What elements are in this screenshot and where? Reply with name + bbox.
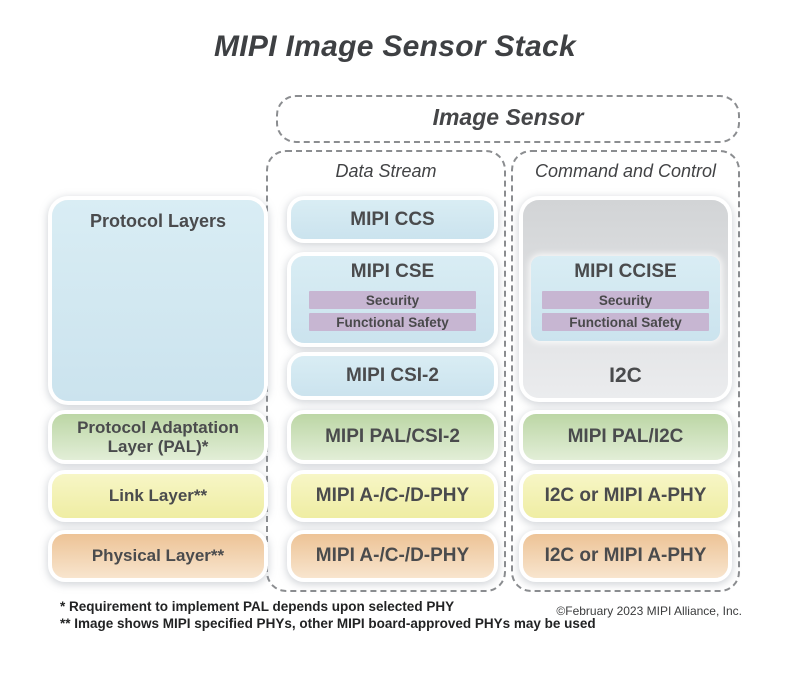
box-mipi-ccise: MIPI CCISE Security Functional Safety xyxy=(531,256,720,341)
footnote-phy: ** Image shows MIPI specified PHYs, othe… xyxy=(60,616,596,631)
data-stream-container xyxy=(266,150,506,592)
mipi-cse-title: MIPI CSE xyxy=(350,261,435,282)
cse-security-bar: Security xyxy=(309,291,476,309)
box-command-control-physical-phy: I2C or MIPI A-PHY xyxy=(523,534,728,578)
mipi-ccise-title: MIPI CCISE xyxy=(574,261,677,282)
copyright-notice: ©February 2023 MIPI Alliance, Inc. xyxy=(556,604,742,618)
ccise-security-bar: Security xyxy=(542,291,709,309)
box-mipi-ccs: MIPI CCS xyxy=(291,200,494,239)
box-data-stream-physical-phy: MIPI A-/C-/D-PHY xyxy=(291,534,494,578)
box-mipi-cse: MIPI CSE Security Functional Safety xyxy=(291,256,494,343)
protocol-layers-label: Protocol Layers xyxy=(52,200,264,401)
image-sensor-container xyxy=(276,95,740,143)
box-mipi-pal-csi2: MIPI PAL/CSI-2 xyxy=(291,414,494,460)
link-layer-label: Link Layer** xyxy=(52,474,264,518)
command-and-control-header: Command and Control xyxy=(534,161,717,181)
ccise-functional-safety-bar: Functional Safety xyxy=(542,313,709,331)
i2c-label: I2C xyxy=(609,364,642,387)
box-mipi-csi2: MIPI CSI-2 xyxy=(291,356,494,396)
protocol-adaptation-layer-label: Protocol Adaptation Layer (PAL)* xyxy=(52,414,264,460)
cse-functional-safety-bar: Functional Safety xyxy=(309,313,476,331)
page-title: MIPI Image Sensor Stack xyxy=(213,30,577,63)
box-command-control-link-phy: I2C or MIPI A-PHY xyxy=(523,474,728,518)
footnote-pal: * Requirement to implement PAL depends u… xyxy=(60,599,455,614)
command-and-control-container xyxy=(511,150,740,592)
box-data-stream-link-phy: MIPI A-/C-/D-PHY xyxy=(291,474,494,518)
box-mipi-pal-i2c: MIPI PAL/I2C xyxy=(523,414,728,460)
image-sensor-label: Image Sensor xyxy=(432,104,584,130)
data-stream-header: Data Stream xyxy=(335,161,437,181)
physical-layer-label: Physical Layer** xyxy=(52,534,264,578)
